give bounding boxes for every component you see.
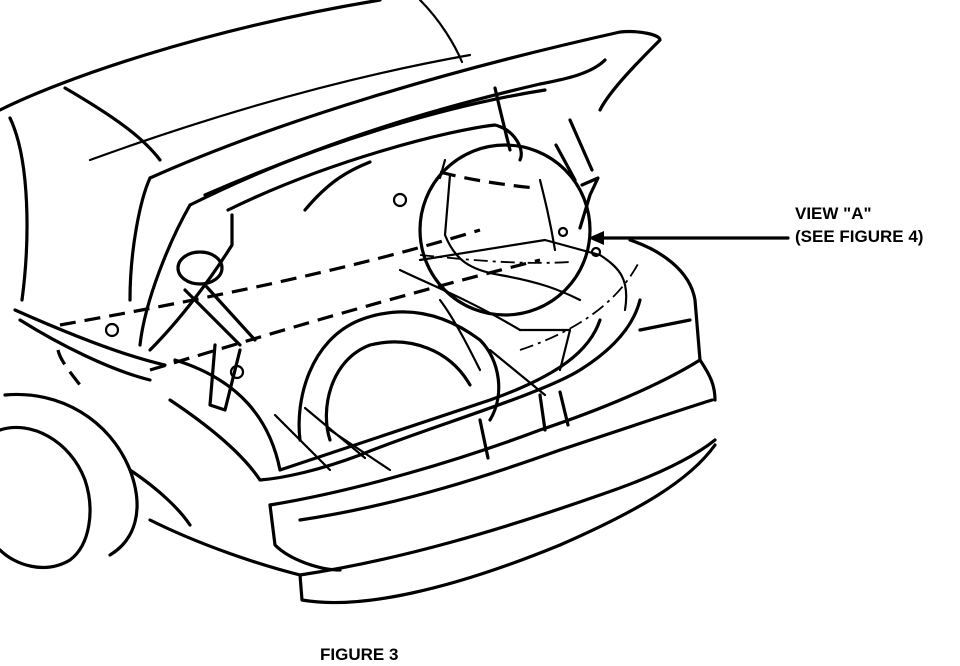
lid-hinge-right: [554, 118, 602, 258]
view-a-leader-line: [588, 231, 790, 245]
rear-wheel: [0, 392, 192, 569]
view-a-detail-circle: [418, 143, 592, 317]
trunk-lid: [104, 29, 662, 352]
see-figure-reference: (SEE FIGURE 4): [795, 227, 924, 246]
weatherstrip-dashed: [56, 170, 541, 386]
view-a-label: VIEW "A": [795, 204, 872, 223]
roof-outline: [0, 0, 472, 302]
rear-bumper: [13, 238, 717, 605]
trunk-interior: [168, 238, 642, 482]
lid-hinge-left: [176, 250, 257, 412]
figure-caption: FIGURE 3: [320, 645, 399, 664]
